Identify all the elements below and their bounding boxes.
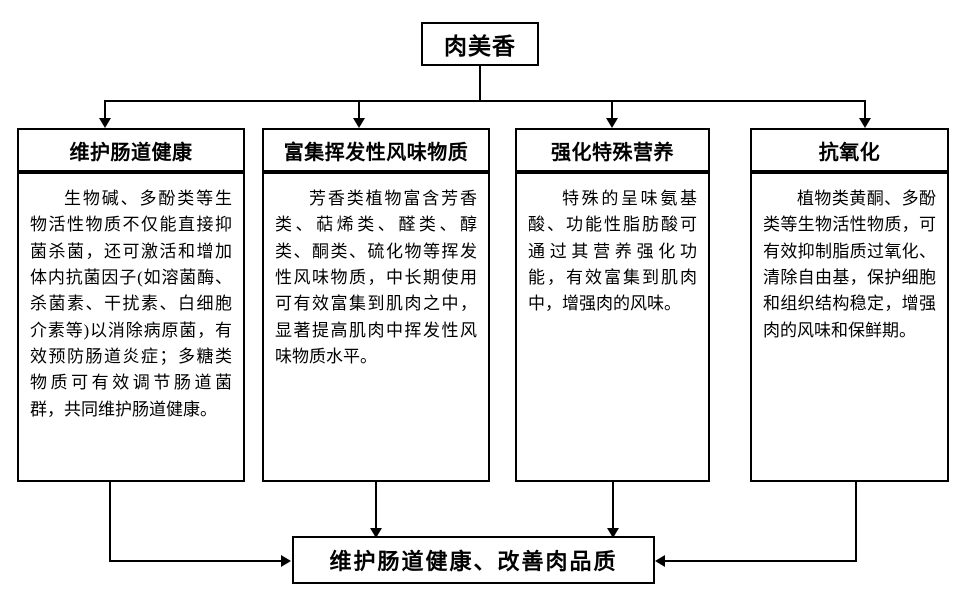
root-node-box: 肉美香	[421, 22, 539, 66]
branch-drop-1-connector	[104, 100, 106, 120]
branch-drop-4-connector	[864, 100, 866, 120]
branch-body-2: 芳香类植物富含芳香类、萜烯类、醛类、醇类、酮类、硫化物等挥发性风味物质，中长期使…	[262, 172, 490, 482]
branch-body-3-text: 特殊的呈味氨基酸、功能性脂肪酸可通过其营养强化功能，有效富集到肌肉中，增强肉的风…	[528, 189, 697, 314]
branch-body-4: 植物类黄酮、多酚类等生物活性物质，可有效抑制脂质过氧化、清除自由基，保护细胞和组…	[750, 172, 949, 482]
branch-heading-2-label: 富集挥发性风味物质	[283, 141, 469, 164]
root-node-label: 肉美香	[444, 34, 516, 59]
branch-heading-1: 维护肠道健康	[17, 128, 245, 172]
branch-heading-4-label: 抗氧化	[818, 141, 881, 164]
branch-body-1-text: 生物碱、多酚类等生物活性物质不仅能直接抑菌杀菌，还可激活和增加体内抗菌因子(如溶…	[30, 189, 232, 419]
outcome-arrow-2-icon	[370, 528, 382, 538]
branch-body-1: 生物碱、多酚类等生物活性物质不仅能直接抑菌杀菌，还可激活和增加体内抗菌因子(如溶…	[17, 172, 245, 482]
branch-body-3: 特殊的呈味氨基酸、功能性脂肪酸可通过其营养强化功能，有效富集到肌肉中，增强肉的风…	[515, 172, 710, 482]
outcome-arrow-4-icon	[655, 555, 665, 567]
outcome-feed-1-horizontal	[109, 560, 281, 562]
branch-heading-3-label: 强化特殊营养	[551, 141, 674, 164]
outcome-feed-1-vertical	[109, 482, 111, 562]
branch-heading-4: 抗氧化	[750, 128, 949, 172]
branch-heading-3: 强化特殊营养	[515, 128, 710, 172]
outcome-node-label: 维护肠道健康、改善肉品质	[329, 549, 618, 574]
outcome-feed-4-vertical	[855, 482, 857, 562]
outcome-arrow-1-icon	[281, 555, 291, 567]
branch-drop-3-connector	[611, 100, 613, 120]
root-stem-connector	[479, 66, 481, 101]
branch-arrow-1-icon	[99, 118, 111, 128]
distribution-bus-connector	[104, 100, 866, 102]
outcome-arrow-3-icon	[607, 528, 619, 538]
outcome-feed-3-vertical	[612, 482, 614, 532]
branch-body-2-text: 芳香类植物富含芳香类、萜烯类、醛类、醇类、酮类、硫化物等挥发性风味物质，中长期使…	[275, 189, 477, 367]
outcome-node-box: 维护肠道健康、改善肉品质	[292, 536, 655, 584]
outcome-feed-4-horizontal	[665, 560, 857, 562]
branch-body-4-text: 植物类黄酮、多酚类等生物活性物质，可有效抑制脂质过氧化、清除自由基，保护细胞和组…	[763, 189, 936, 340]
branch-arrow-3-icon	[606, 118, 618, 128]
branch-arrow-2-icon	[353, 118, 365, 128]
branch-drop-2-connector	[358, 100, 360, 120]
branch-heading-1-label: 维护肠道健康	[69, 141, 193, 164]
branch-heading-2: 富集挥发性风味物质	[262, 128, 490, 172]
outcome-feed-2-vertical	[375, 482, 377, 532]
branch-arrow-4-icon	[859, 118, 871, 128]
